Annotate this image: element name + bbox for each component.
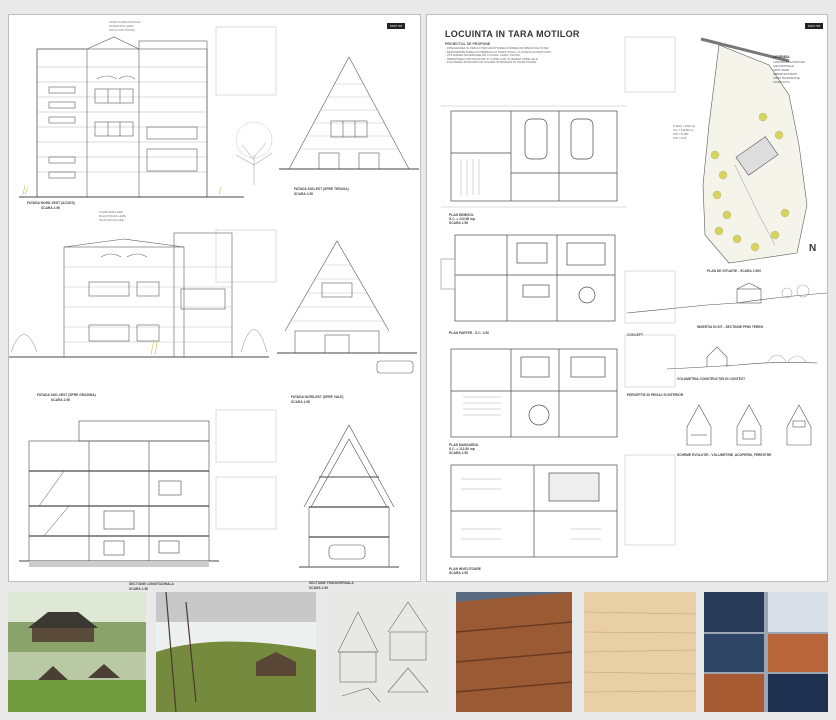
site-stat: POT = 8,10% — [673, 133, 689, 136]
caption-elevation-se: FATADA SUD-EST (SPRE TERASA) — [294, 187, 349, 191]
legend-item: CONSTRUCTIE PROPUSA — [773, 61, 806, 64]
material-label: SOCLU DIN PIATRA — [109, 28, 135, 32]
site-stat: S.C. = 122,50 mp — [673, 129, 694, 132]
sheet-stamp: #007 58 — [387, 23, 406, 29]
photo-wood-texture — [584, 592, 696, 712]
legend-item: ALEI PIETONALE — [773, 65, 794, 68]
concept-drawing — [667, 346, 817, 370]
site-stat: CUT = 0,22 — [673, 137, 687, 140]
project-notes: - INTEGRAREA IN PEISAJ PRIN ADOPTAREA FO… — [445, 46, 623, 65]
caption-section-long: SECTIUNE LONGITUDINALA — [129, 582, 174, 586]
label-boxes — [215, 26, 277, 530]
caption-plan-attic: PLAN MANSARDA — [449, 443, 479, 447]
photo-concept-sketch — [328, 592, 448, 712]
site-plan-drawing — [700, 37, 808, 264]
caption-plan-ground: PLAN PARTER - S.C. 1:50 — [449, 331, 490, 335]
photo-landscape-village — [156, 592, 316, 712]
note-line: - REINTERPRETAREA ACOPERISULUI TRADITION… — [445, 49, 552, 54]
legend-item: LIMITA PROPRIETATE — [773, 77, 800, 80]
note-line: - FOLOSIREA PANOURILOR SOLARE INTEGRATE … — [445, 60, 537, 64]
notes-heading: PROIECTUL SE PROPUNE — [445, 42, 491, 46]
project-title: LOCUINTA IN TARA MOTILOR — [445, 29, 580, 39]
legend-item: SPATII VERZI — [773, 69, 790, 72]
note-line: - ORIENTAREA SPATIILOR DE ZI CATRE SUD S… — [445, 56, 538, 61]
caption-elevation-sw: FATADA SUD-VEST (SPRE GRADINA) — [37, 393, 96, 397]
legend-item: ARBORI EXISTENTI — [773, 73, 798, 76]
photo-wood-shingle-facade — [456, 592, 572, 712]
scale-plan-basement: SCARA 1:50 — [449, 221, 469, 225]
plan-roof-drawing — [450, 464, 618, 558]
site-section-drawing — [627, 283, 827, 314]
north-arrow: N — [809, 243, 817, 254]
plan-ground-drawing — [440, 234, 616, 322]
legend-title: LEGENDA — [773, 55, 790, 59]
tree-sketch-1 — [235, 121, 273, 185]
sheet-stamp: #007 58 — [805, 23, 824, 29]
right-label-boxes — [624, 36, 676, 546]
section-trans-drawing — [299, 424, 399, 568]
plan-attic-drawing — [450, 348, 618, 438]
caption-concept: VOLUMETRIA CONSTRUCTIEI IN CONTEXT — [677, 377, 746, 381]
scale-elevation-se: SCARA 1:50 — [294, 192, 314, 196]
material-label: FATADA DIN LEMN — [109, 24, 134, 28]
site-stat: S.Teren = 1512 mp — [673, 125, 695, 128]
area-plan-attic: S.C. = 112,50 mp — [449, 447, 475, 451]
caption-site-plan: PLAN DE SITUATIE - SCARA 1:500 — [707, 269, 762, 273]
plan-basement-drawing — [441, 105, 627, 208]
legend-item: ACCES AUTO — [773, 81, 790, 84]
elevations-sheet: #007 58 FATADA NORD-VEST (ACCES) SCAR — [8, 14, 421, 591]
elevation-ne-drawing — [277, 240, 417, 374]
evolution-drawing — [686, 404, 812, 446]
scale-plan-roof: SCARA 1:50 — [449, 571, 469, 575]
elevation-nw-drawing — [19, 36, 244, 198]
scale-section-trans: SCARA 1:50 — [309, 586, 329, 590]
perception-label: PERCEPTIE IN PEISAJ SI INTERIOR — [627, 393, 684, 397]
caption-evolution: SCHEME EVOLUTIE - VOLUMETRIE, ACOPERIS, … — [677, 453, 772, 457]
photo-solar-roofs — [704, 592, 828, 712]
elevation-se-drawing — [279, 56, 419, 170]
area-plan-basement: S.C. = 122,50 mp — [449, 217, 476, 221]
scale-elevation-nw: SCARA 1:50 — [41, 206, 61, 210]
scale-elevation-ne: SCARA 1:50 — [291, 400, 311, 404]
caption-elevation-ne: FATADA NORD-EST (SPRE VALE) — [291, 395, 344, 399]
scale-elevation-sw: SCARA 1:50 — [51, 398, 71, 402]
note-line: - UTILIZAREA MATERIALELOR LOCALE: LEMN, … — [445, 53, 520, 57]
caption-plan-roof: PLAN INVELITOARE — [449, 567, 481, 571]
material-label: TAMPLARIE LEMN — [99, 210, 124, 214]
plans-sheet: #007 58 LOCUINTA IN TARA MOTILOR PROIECT… — [426, 14, 828, 582]
material-label: INVELITOARE SHINGLE — [109, 20, 141, 24]
photo-traditional-houses — [8, 592, 146, 712]
section-long-drawing — [19, 420, 219, 567]
caption-site-section: INSERTIA IN SIT - SECTIUNE PRIN TEREN — [697, 325, 764, 329]
caption-plan-basement: PLAN DEMISOL — [449, 213, 474, 217]
material-label: BALUSTRADA LEMN — [99, 214, 127, 218]
note-line: - INTEGRAREA IN PEISAJ PRIN ADOPTAREA FO… — [445, 46, 549, 50]
caption-section-trans: SECTIUNE TRANSVERSALA — [309, 581, 354, 585]
material-label: PANOURI SOLARE — [99, 218, 124, 222]
scale-section-long: SCARA 1:50 — [129, 587, 149, 591]
scale-plan-attic: SCARA 1:50 — [449, 451, 469, 455]
caption-elevation-nw: FATADA NORD-VEST (ACCES) — [27, 201, 75, 205]
elevation-sw-drawing — [9, 232, 269, 358]
